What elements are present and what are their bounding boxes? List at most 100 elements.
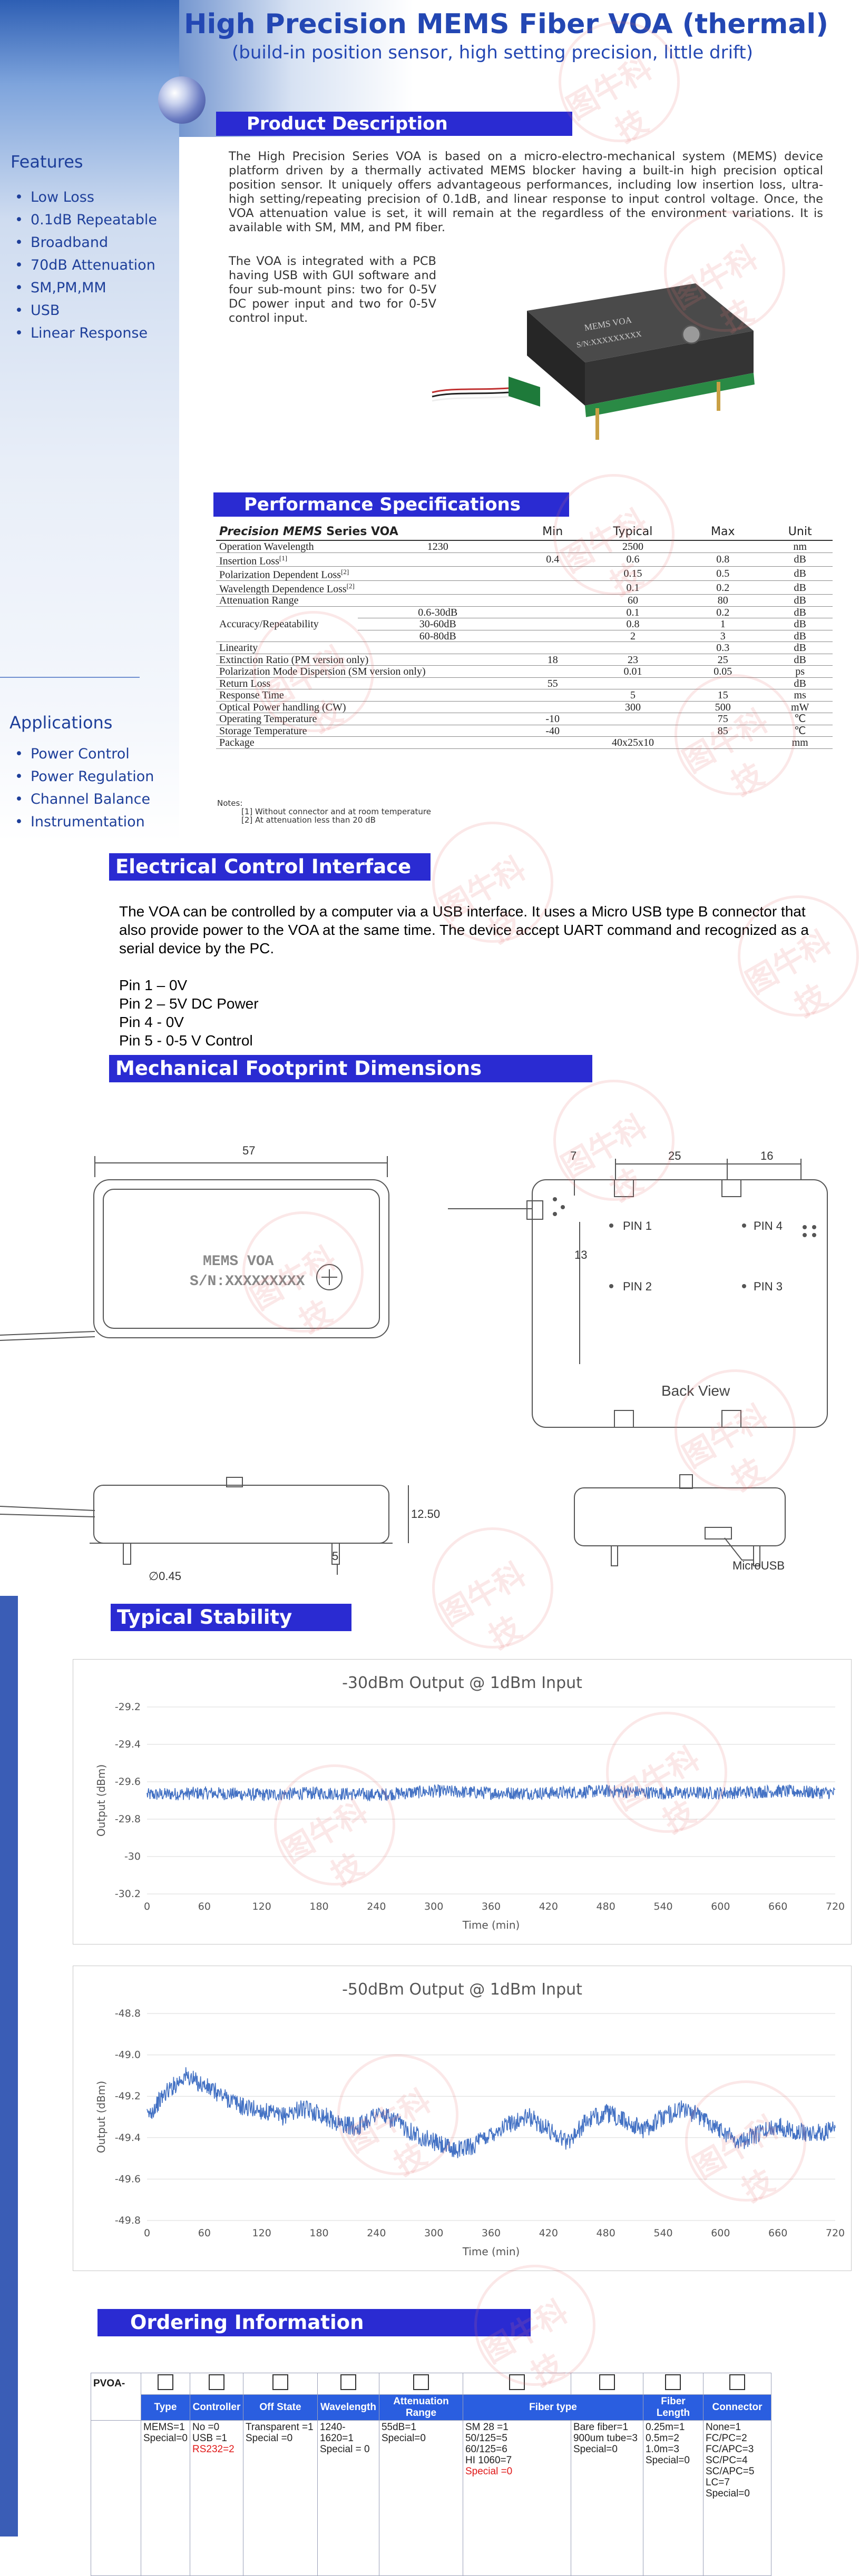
ordering-options: Transparent =1 Special =0: [245, 2422, 314, 2444]
chart-x-label: Time (min): [462, 2245, 520, 2258]
page-title: High Precision MEMS Fiber VOA (thermal): [183, 8, 828, 40]
spec-label: Wavelength Dependence Loss: [219, 583, 347, 595]
ordering-checkbox[interactable]: [208, 2374, 224, 2390]
chart-x-tick: 180: [309, 1901, 328, 1912]
spec-max: 0.2: [678, 580, 768, 595]
spec-cond: [357, 594, 518, 607]
ordering-column-header: Off State: [242, 2394, 318, 2421]
spec-typ: 40x25x10: [587, 736, 679, 749]
spec-max: 0.5: [678, 566, 768, 581]
spec-notes-title: Notes:: [217, 798, 243, 808]
spec-accuracy-max: 3: [678, 630, 768, 643]
feature-item: SM,PM,MM: [15, 277, 157, 299]
spec-label: Insertion Loss: [219, 555, 279, 567]
ordering-checkbox[interactable]: [413, 2374, 429, 2390]
chart-x-tick: 300: [424, 1901, 443, 1912]
watermark-stamp: 图牛科技: [685, 2080, 806, 2209]
feature-item: 70dB Attenuation: [15, 254, 157, 277]
spec-header-rest: Series VOA: [322, 525, 398, 538]
typical-stability-heading: Typical Stability: [111, 1604, 351, 1631]
watermark-stamp: 图牛科技: [432, 1527, 553, 1656]
chart-x-tick: 540: [653, 1901, 672, 1912]
chart-y-label: Output (dBm): [95, 1764, 108, 1837]
sidebar-lower-strip: [0, 1596, 18, 2536]
chart-x-tick: 660: [768, 2227, 787, 2239]
chart-y-label: Output (dBm): [95, 2081, 108, 2153]
spec-typ: 0.01: [587, 665, 679, 678]
watermark-stamp: 图牛科技: [474, 2265, 595, 2393]
sidebar-divider: [0, 677, 140, 678]
spec-footnote-ref: [2]: [341, 568, 349, 576]
spec-min: [517, 594, 588, 607]
spec-max: 0.8: [678, 552, 768, 567]
dim-0-45: ∅0.45: [149, 1570, 181, 1583]
dim-16: 16: [760, 1149, 773, 1162]
spec-typ: 5: [587, 689, 679, 702]
chart-x-tick: 360: [482, 2227, 501, 2239]
ordering-option-highlight: Special =0: [465, 2466, 513, 2477]
mechanical-dimensions-heading: Mechanical Footprint Dimensions (Unit:mm…: [109, 1055, 592, 1107]
watermark-text: 图牛科技: [677, 703, 774, 803]
spec-min: [517, 641, 588, 654]
spec-header-max: Max: [678, 524, 768, 541]
watermark-stamp: 图牛科技: [432, 822, 553, 950]
spec-unit: dB: [767, 677, 833, 690]
chart-30dbm-frame: -30dBm Output @ 1dBm Input-29.2-29.4-29.…: [73, 1659, 852, 1945]
chart-x-tick: 720: [826, 1901, 845, 1912]
chart-x-tick: 60: [198, 2227, 211, 2239]
spec-accuracy-max: 1: [678, 618, 768, 630]
ordering-checkbox[interactable]: [599, 2374, 615, 2390]
spec-max: 25: [678, 654, 768, 666]
chart-x-tick: 240: [367, 1901, 386, 1912]
watermark-stamp: 图牛科技: [675, 1369, 796, 1498]
ordering-checkbox[interactable]: [729, 2374, 745, 2390]
chart-y-tick: -49.8: [115, 2215, 141, 2226]
chart-x-tick: 0: [144, 2227, 150, 2239]
chart-x-label: Time (min): [462, 1919, 520, 1931]
ordering-checkbox[interactable]: [340, 2374, 356, 2390]
ordering-checkbox[interactable]: [272, 2374, 288, 2390]
application-item: Channel Balance: [15, 788, 154, 811]
chart-y-tick: -49.4: [115, 2132, 141, 2144]
chart-x-tick: 240: [367, 2227, 386, 2239]
applications-list: Power ControlPower RegulationChannel Bal…: [15, 743, 154, 833]
watermark-stamp: 图牛科技: [675, 674, 796, 803]
ordering-options: MEMS=1 Special=0: [143, 2422, 188, 2444]
spec-typ: 60: [587, 594, 679, 607]
spec-typ: [587, 641, 679, 654]
spec-table-header: Precision MEMS Series VOA Min Typical Ma…: [216, 524, 833, 541]
spec-accuracy-max: 0.2: [678, 606, 768, 619]
ordering-options: None=1 FC/PC=2 FC/APC=3 SC/PC=4 SC/APC=5…: [705, 2422, 755, 2499]
feature-item: Linear Response: [15, 322, 157, 344]
pin-item: Pin 5 - 0-5 V Control: [119, 1032, 253, 1049]
spec-typ: [587, 725, 679, 737]
spec-label: Operation: [219, 540, 261, 552]
spec-unit: dB: [767, 641, 833, 654]
chart-x-tick: 0: [144, 1901, 150, 1912]
spec-typ: [587, 677, 679, 690]
chart-x-tick: 660: [768, 1901, 787, 1912]
spec-unit: dB: [767, 594, 833, 607]
pin-4-label: PIN 4: [754, 1219, 783, 1232]
watermark-text: 图牛科技: [434, 1556, 532, 1656]
chart-x-tick: 60: [198, 1901, 211, 1912]
spec-min: [517, 689, 588, 702]
chart-y-tick: -30: [124, 1851, 141, 1862]
ordering-column-header: Fiber type: [462, 2394, 643, 2421]
chart-y-tick: -30.2: [115, 1888, 141, 1900]
ordering-checkbox[interactable]: [665, 2374, 681, 2390]
device-photo: MEMS VOA S/N:XXXXXXXXX: [432, 283, 755, 440]
chart-x-tick: 420: [539, 2227, 558, 2239]
ordering-checkbox[interactable]: [157, 2374, 173, 2390]
chart-x-tick: 600: [711, 1901, 730, 1912]
electrical-control-heading: Electrical Control Interface: [109, 853, 431, 881]
spec-unit: dB: [767, 580, 833, 595]
ordering-column-header: Fiber Length: [642, 2394, 703, 2421]
watermark-stamp: 图牛科技: [559, 21, 680, 150]
ordering-options: SM 28 =1 50/125=5 60/125=6 HI 1060=7: [465, 2422, 512, 2466]
spec-note-2: [2] At attenuation less than 20 dB: [241, 815, 376, 825]
